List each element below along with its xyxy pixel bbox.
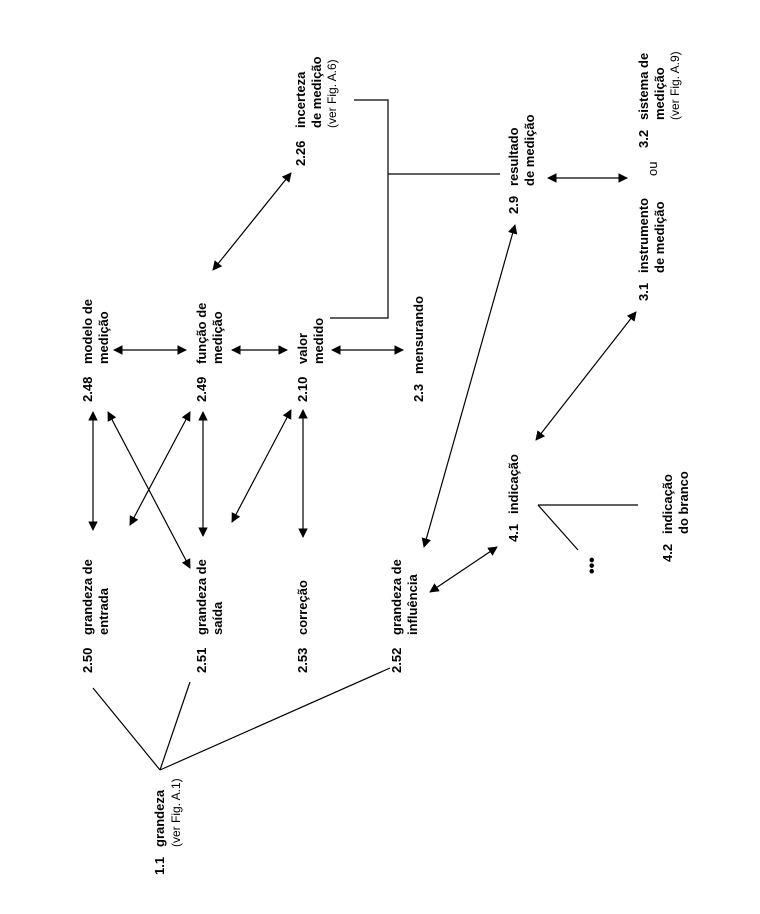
concept-label: modelo de bbox=[80, 299, 95, 364]
concept-label: de medição bbox=[522, 114, 537, 186]
concept-reference: (ver Fig. A.6) bbox=[325, 59, 339, 128]
concept-2-3-mensurando: 2.3 mensurando bbox=[411, 296, 426, 402]
concept-label: correção bbox=[295, 580, 310, 635]
concept-label: sistema de bbox=[636, 53, 651, 120]
concept-4-2-indicacao-do-branco: 4.2 indicação do branco bbox=[660, 471, 691, 562]
partitive-tree-indicacao: ••• bbox=[537, 504, 638, 574]
concept-reference: (ver Fig. A.9) bbox=[668, 51, 682, 120]
generic-relation-tree bbox=[92, 667, 391, 771]
concept-2-50-grandeza-de-entrada: 2.50 grandeza de entrada bbox=[80, 559, 111, 673]
concept-number: 2.52 bbox=[389, 648, 404, 673]
concept-label: saída bbox=[210, 601, 225, 635]
concept-label: indicação bbox=[660, 474, 675, 534]
concept-label: medição bbox=[652, 67, 667, 120]
concept-label: medição bbox=[96, 311, 111, 364]
bracket-from-valor-medido bbox=[330, 99, 389, 319]
concept-label: instrumento bbox=[636, 198, 651, 273]
concept-label: influência bbox=[405, 574, 420, 635]
concept-label: do branco bbox=[676, 471, 691, 534]
partitive-bracket-resultado bbox=[330, 99, 500, 319]
concept-label: medido bbox=[311, 318, 326, 364]
concept-2-53-correcao: 2.53 correção bbox=[295, 580, 310, 673]
concept-label: grandeza de bbox=[194, 559, 209, 635]
concept-number: 2.50 bbox=[80, 648, 95, 673]
concept-number: 2.3 bbox=[411, 384, 426, 402]
branch-to-further-kinds bbox=[537, 504, 579, 551]
concept-number: 3.2 bbox=[636, 130, 651, 148]
concept-label: grandeza de bbox=[389, 559, 404, 635]
concept-2-49-funcao-de-medicao: 2.49 função de medição bbox=[194, 303, 225, 402]
concept-number: 2.48 bbox=[80, 377, 95, 402]
concept-number: 4.2 bbox=[660, 544, 675, 562]
concept-2-9-resultado-de-medicao: 2.9 resultado de medição bbox=[506, 114, 537, 214]
arrow-2-9-2-52 bbox=[421, 224, 518, 548]
concept-number: 2.9 bbox=[506, 196, 521, 214]
arrow-3-1-4-1 bbox=[535, 311, 637, 441]
concept-2-51-grandeza-de-saida: 2.51 grandeza de saída bbox=[194, 559, 225, 673]
concept-number: 2.26 bbox=[293, 141, 308, 166]
concept-label: incerteza bbox=[293, 71, 308, 128]
concept-number: 3.1 bbox=[636, 283, 651, 301]
concept-2-52-grandeza-de-influencia: 2.52 grandeza de influência bbox=[389, 559, 420, 673]
concept-label: resultado bbox=[506, 127, 521, 186]
concept-label: medição bbox=[210, 311, 225, 364]
concept-1-1-grandeza: 1.1 grandeza (ver Fig. A.1) bbox=[152, 778, 183, 875]
concept-number: 2.51 bbox=[194, 648, 209, 673]
concept-number: 2.49 bbox=[194, 377, 209, 402]
concept-label: de medição bbox=[652, 201, 667, 273]
concept-label: indicação bbox=[506, 454, 521, 514]
concept-3-2-sistema-de-medicao: 3.2 sistema de medição (ver Fig. A.9) bbox=[636, 51, 682, 148]
arrow-2-50-2-49 bbox=[129, 411, 191, 526]
concept-label: grandeza de bbox=[80, 559, 95, 635]
concept-2-26-incerteza-de-medicao: 2.26 incerteza de medição (ver Fig. A.6) bbox=[293, 56, 339, 166]
concept-3-1-instrumento-de-medicao: 3.1 instrumento de medição bbox=[636, 198, 667, 301]
concept-reference: (ver Fig. A.1) bbox=[169, 778, 183, 847]
associative-relations bbox=[88, 172, 637, 593]
concept-number: 2.10 bbox=[295, 377, 310, 402]
concept-label: grandeza bbox=[152, 789, 167, 847]
concept-label: entrada bbox=[96, 587, 111, 635]
concept-number: 4.1 bbox=[506, 524, 521, 542]
tree-branch-2-50 bbox=[92, 687, 161, 771]
concept-label: função de bbox=[194, 303, 209, 364]
arrow-2-49-2-26 bbox=[212, 172, 292, 271]
concept-label: de medição bbox=[309, 56, 324, 128]
tree-branch-2-51 bbox=[159, 681, 191, 771]
concept-4-1-indicacao: 4.1 indicação bbox=[506, 454, 521, 542]
concept-label: mensurando bbox=[411, 296, 426, 374]
ellipsis-more-kinds: ••• bbox=[584, 557, 601, 574]
concept-2-10-valor-medido: 2.10 valor medido bbox=[295, 318, 326, 402]
concept-number: 2.53 bbox=[295, 648, 310, 673]
connector-ou: ou bbox=[645, 162, 660, 176]
arrow-4-1-2-52 bbox=[429, 546, 498, 593]
concept-2-48-modelo-de-medicao: 2.48 modelo de medição bbox=[80, 299, 111, 402]
arrow-2-51-2-10 bbox=[231, 409, 292, 523]
tree-branch-2-52 bbox=[159, 667, 391, 771]
concept-label: valor bbox=[295, 333, 310, 364]
concept-number: 1.1 bbox=[152, 857, 167, 875]
